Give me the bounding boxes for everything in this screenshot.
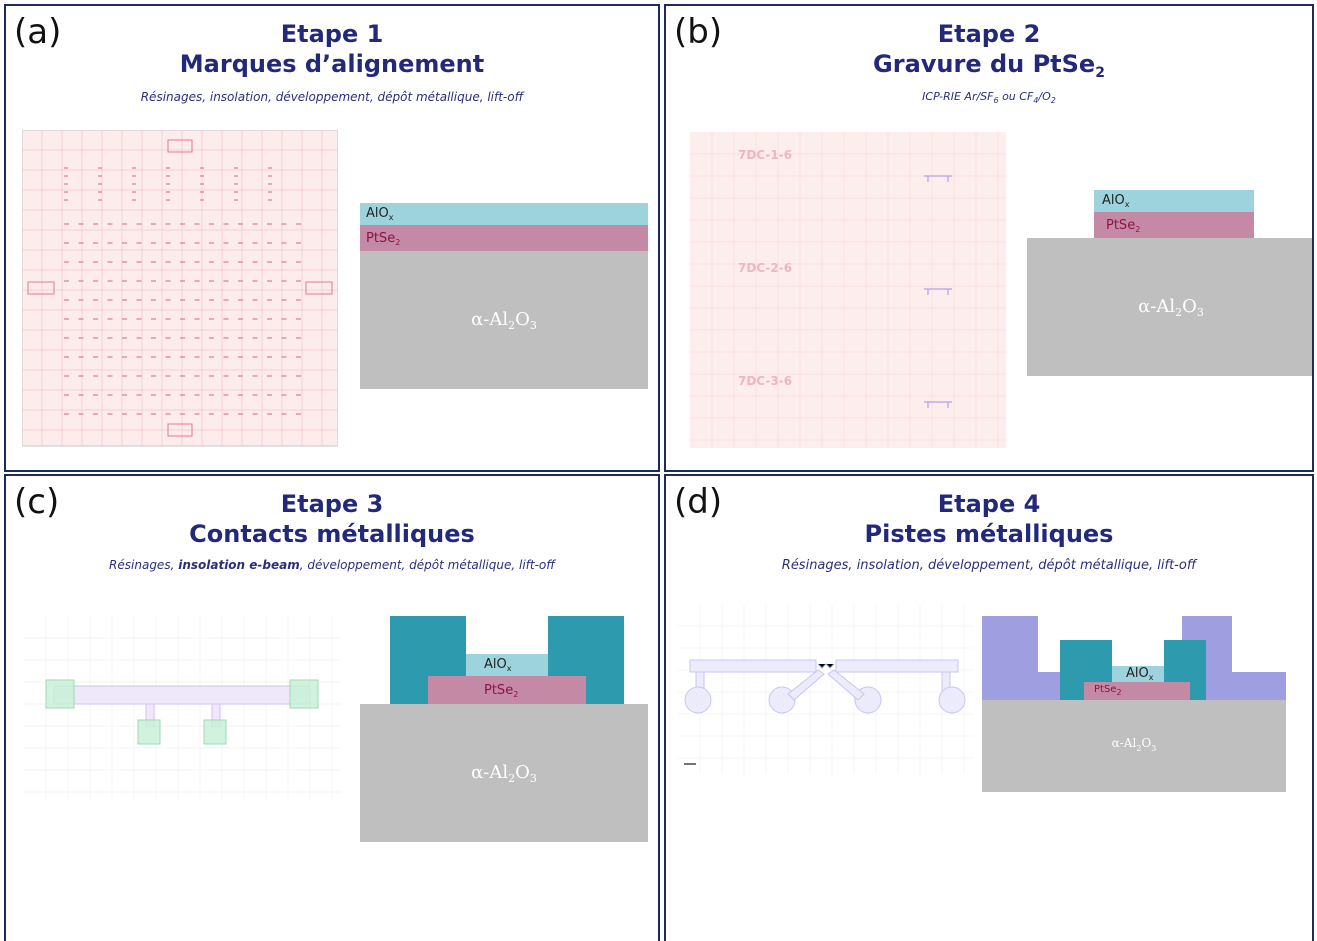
substrate-layer: α-Al2O3 xyxy=(1027,238,1312,376)
step-title: Etape 3 xyxy=(280,490,384,518)
metal-track-left xyxy=(982,616,1038,672)
alignment-mask-layout xyxy=(22,130,338,447)
alox-label: AlO xyxy=(1126,666,1149,681)
step-heading: Contacts métalliques xyxy=(189,520,475,548)
track-mask-layout xyxy=(678,604,974,774)
alox-layer: AlOx xyxy=(1112,666,1164,682)
substrate-layer: α-Al2O3 xyxy=(360,704,648,842)
step-title: Etape 1 xyxy=(280,20,384,48)
ptse2-layer: PtSe2 xyxy=(1094,212,1254,238)
ptse2-label: PtSe xyxy=(1094,684,1117,695)
panel-a: (a) Etape 1 Marques d’alignement Résinag… xyxy=(4,4,660,472)
process-subtitle: Résinages, insolation, développement, dé… xyxy=(781,558,1197,573)
ptse2-label-sub: 2 xyxy=(513,690,519,699)
alox-label-sub: x xyxy=(1148,673,1154,682)
panel-c: (c) Etape 3 Contacts métalliques Résinag… xyxy=(4,474,660,941)
device-label: 7DC-3-6 xyxy=(738,374,793,388)
panel-b: (b) Etape 2 Gravure du PtSe2 ICP-RIE Ar/… xyxy=(664,4,1314,472)
contact-mask-layout xyxy=(24,616,340,800)
alox-label-sub: x xyxy=(1124,200,1130,209)
ptse2-label: PtSe xyxy=(366,231,396,246)
alox-label-sub: x xyxy=(388,213,394,222)
ptse2-layer: PtSe2 xyxy=(1084,682,1190,700)
step-heading: Marques d’alignement xyxy=(179,50,485,78)
panel-d: (d) Etape 4 Pistes métalliques Résinages… xyxy=(664,474,1314,941)
ptse2-label: PtSe xyxy=(484,683,514,698)
process-subtitle: Résinages, insolation e-beam, développem… xyxy=(109,558,555,572)
alox-label: AlO xyxy=(366,206,389,221)
substrate-label: α-Al2O3 xyxy=(471,762,537,785)
ptse2-label: PtSe xyxy=(1106,218,1136,233)
process-subtitle: ICP-RIE Ar/SF6 ou CF4/O2 xyxy=(922,90,1056,105)
substrate-label: α-Al2O3 xyxy=(471,309,537,332)
ptse2-layer: PtSe2 xyxy=(428,676,586,704)
panel-label: (c) xyxy=(14,482,60,522)
substrate-label: α-Al2O3 xyxy=(1111,736,1157,753)
step-title: Etape 2 xyxy=(937,20,1041,48)
alox-layer: AlOx xyxy=(1094,190,1254,212)
substrate-label: α-Al2O3 xyxy=(1138,296,1204,319)
alox-label: AlO xyxy=(484,657,507,672)
device-label: 7DC-2-6 xyxy=(738,261,793,275)
alox-label-sub: x xyxy=(506,664,512,673)
device-label: 7DC-1-6 xyxy=(738,148,793,162)
step-heading: Pistes métalliques xyxy=(864,520,1114,548)
metal-track-left-foot xyxy=(982,672,1060,700)
step-heading: Gravure du PtSe2 xyxy=(873,50,1105,81)
substrate-layer: α-Al2O3 xyxy=(982,700,1286,792)
alox-label: AlO xyxy=(1102,193,1125,208)
substrate-layer: α-Al2O3 xyxy=(360,251,648,389)
ptse2-layer: PtSe2 xyxy=(360,225,648,251)
panel-label: (d) xyxy=(674,482,723,522)
alox-layer: AlOx xyxy=(466,654,548,676)
panel-label: (b) xyxy=(674,12,723,52)
step-title: Etape 4 xyxy=(937,490,1041,518)
ptse2-label-sub: 2 xyxy=(1135,225,1141,234)
process-subtitle: Résinages, insolation, développement, dé… xyxy=(140,90,524,104)
ptse2-label-sub: 2 xyxy=(1116,688,1122,697)
alox-layer: AlOx xyxy=(360,203,648,225)
etch-mask-layout xyxy=(690,132,1006,448)
panel-label: (a) xyxy=(14,12,62,52)
ptse2-label-sub: 2 xyxy=(395,238,401,247)
